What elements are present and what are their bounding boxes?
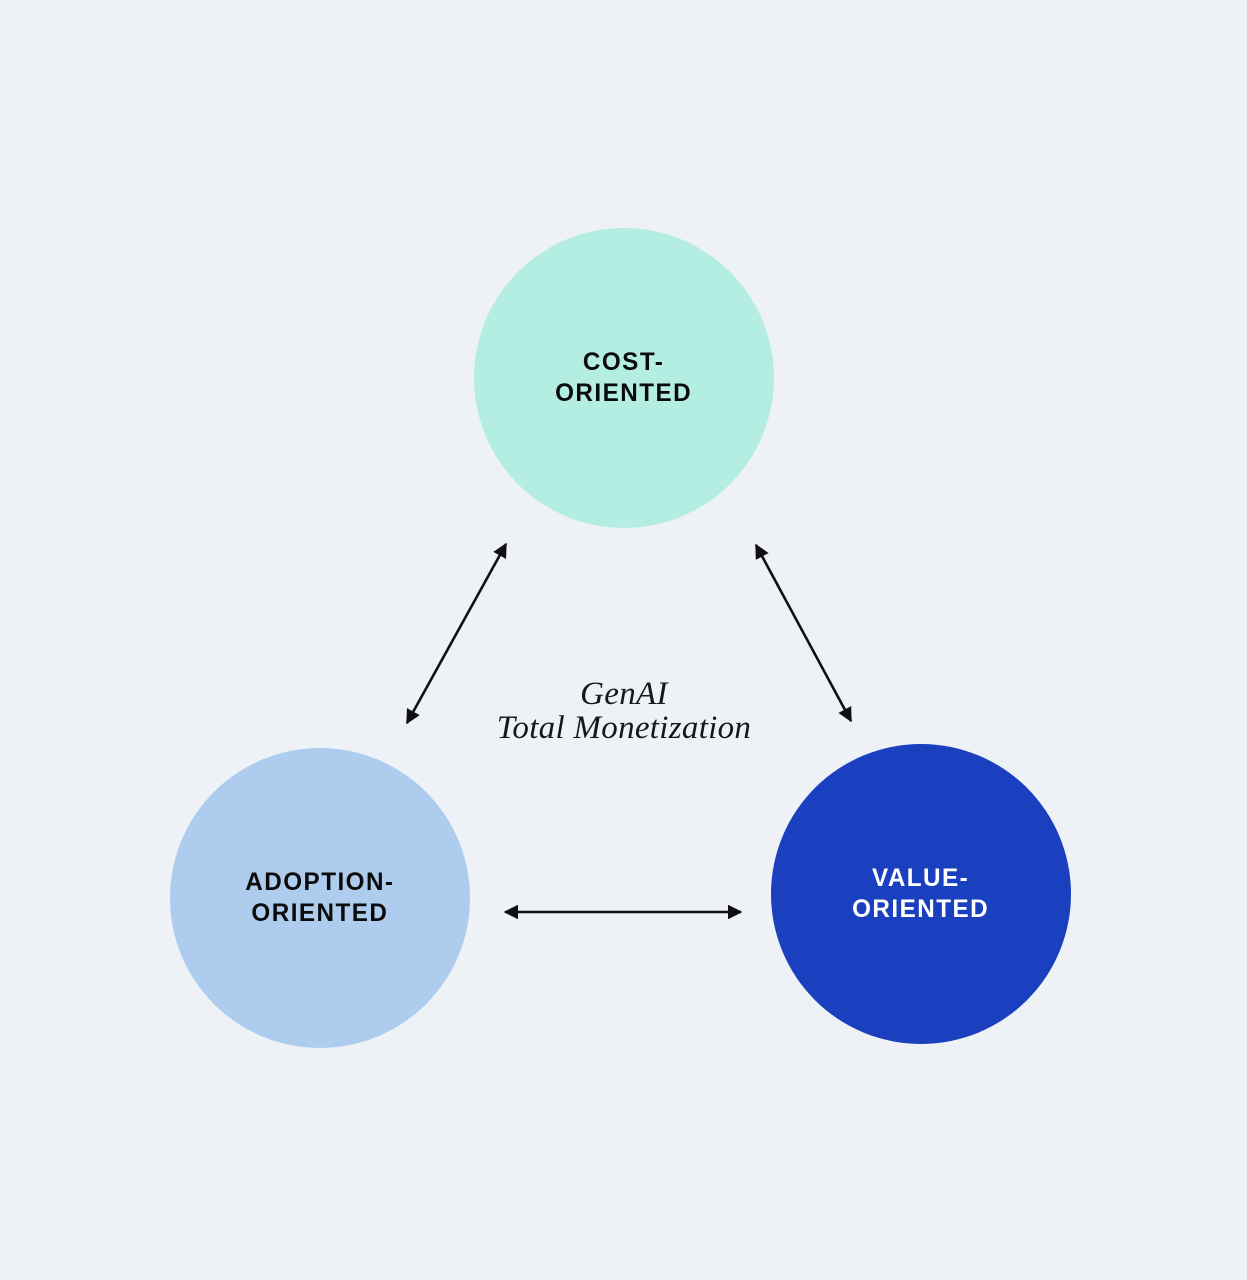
node-label-line: COST- xyxy=(583,347,665,376)
node-label-line: ORIENTED xyxy=(251,899,389,927)
node-adoption-oriented: ADOPTION- ORIENTED xyxy=(170,748,470,1048)
node-label-line: ADOPTION- xyxy=(245,867,395,896)
node-cost-oriented-label: COST- ORIENTED xyxy=(556,347,693,410)
node-adoption-oriented-label: ADOPTION- ORIENTED xyxy=(245,867,394,930)
node-label-line: ORIENTED xyxy=(555,379,693,407)
node-cost-oriented: COST- ORIENTED xyxy=(474,228,774,528)
node-value-oriented-label: VALUE- ORIENTED xyxy=(853,863,990,926)
diagram-center-title: GenAI Total Monetization xyxy=(424,676,824,746)
node-label-line: VALUE- xyxy=(872,863,970,892)
center-title-line1: GenAI xyxy=(580,676,668,712)
node-value-oriented: VALUE- ORIENTED xyxy=(771,744,1071,1044)
node-label-line: ORIENTED xyxy=(852,895,990,923)
center-title-line2: Total Monetization xyxy=(496,709,752,746)
